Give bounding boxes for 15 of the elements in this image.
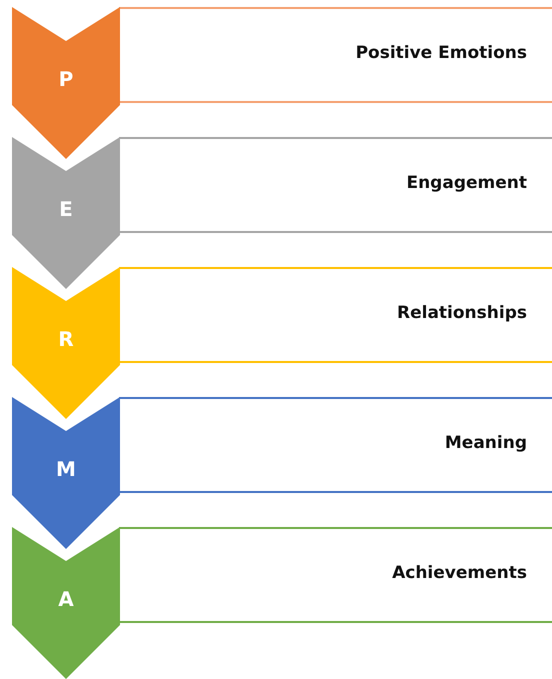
box-label: Positive Emotions xyxy=(356,43,527,63)
text-box xyxy=(119,527,552,623)
chevron-letter: E xyxy=(58,197,74,221)
text-box xyxy=(119,7,552,103)
box-label: Meaning xyxy=(444,433,527,453)
box-label: Achievements xyxy=(392,563,527,583)
box-label: Relationships xyxy=(397,303,527,323)
chevron-letter: A xyxy=(57,587,75,611)
chevron-letter: R xyxy=(57,327,75,351)
text-box xyxy=(119,267,552,363)
chevron-letter: M xyxy=(55,457,77,481)
chevron-letter: P xyxy=(58,67,74,91)
text-box xyxy=(119,137,552,233)
text-box xyxy=(119,397,552,493)
box-label: Engagement xyxy=(406,173,527,193)
